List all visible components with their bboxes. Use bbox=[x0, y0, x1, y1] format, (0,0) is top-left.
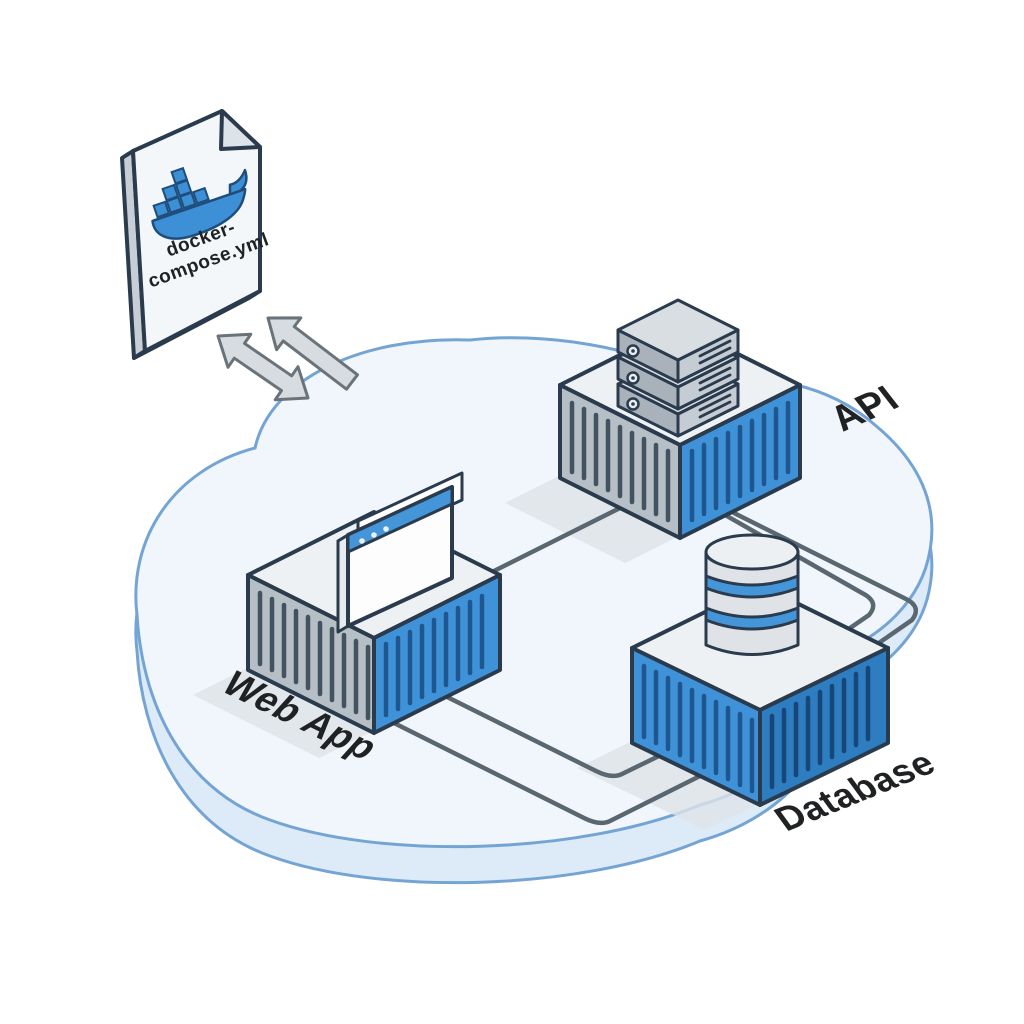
database-container bbox=[630, 533, 890, 807]
api-right-corrugation bbox=[689, 400, 791, 523]
webapp-container bbox=[246, 471, 502, 735]
api-database-link-outer bbox=[713, 501, 919, 673]
server-unit bbox=[616, 298, 740, 384]
webapp-database-link-upper bbox=[422, 683, 703, 779]
server-stack-icon bbox=[616, 298, 740, 438]
browser-window-icon bbox=[336, 471, 464, 634]
double-sync-arrows-icon bbox=[216, 316, 359, 402]
database-cylinder-icon bbox=[704, 533, 800, 656]
webapp-database-link-lower bbox=[369, 709, 705, 826]
api-container bbox=[558, 298, 802, 540]
database-left-corrugation bbox=[641, 663, 755, 794]
connection-lines bbox=[369, 479, 919, 826]
webapp-left-corrugation bbox=[257, 590, 371, 721]
file-fold-corner bbox=[219, 109, 262, 151]
database-right-corrugation bbox=[769, 665, 871, 790]
up-arrow bbox=[266, 316, 359, 391]
docker-whale-icon bbox=[151, 166, 248, 240]
compose-file-icon bbox=[120, 109, 262, 360]
api-left-corrugation bbox=[569, 400, 671, 523]
webapp-right-corrugation bbox=[383, 593, 485, 718]
bidirectional-arrow bbox=[216, 332, 310, 402]
api-database-link-inner bbox=[687, 492, 876, 662]
